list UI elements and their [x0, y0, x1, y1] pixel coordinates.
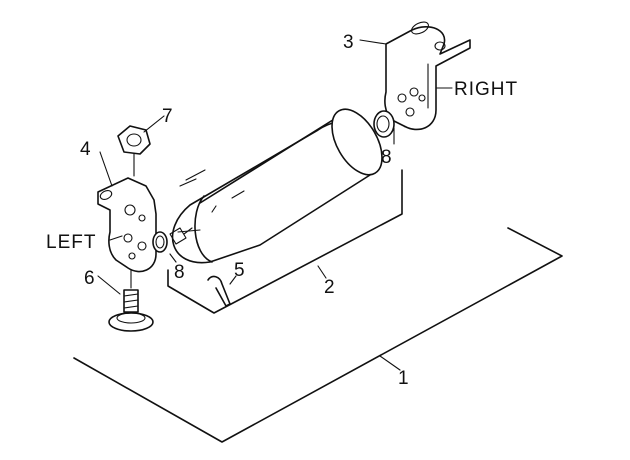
left-bracket	[97, 177, 157, 273]
callout-2: 2	[324, 277, 335, 298]
clip-detail	[169, 227, 193, 245]
callout-labels: 3 RIGHT 8 7 4 LEFT 8 5 6 2 1	[46, 32, 518, 389]
callout-6: 6	[84, 268, 95, 289]
bushing-left	[152, 231, 168, 253]
cylinder-tank	[171, 108, 383, 264]
callout-3: 3	[343, 32, 354, 53]
bolt	[108, 269, 154, 332]
label-left: LEFT	[46, 232, 96, 253]
callout-1: 1	[398, 368, 409, 389]
nut	[117, 125, 151, 177]
callout-7: 7	[162, 106, 173, 127]
callout-5: 5	[234, 260, 245, 281]
leader-lines	[97, 39, 453, 371]
right-bracket	[384, 21, 471, 131]
label-right: RIGHT	[454, 79, 518, 100]
housing-box	[167, 169, 403, 314]
callout-8-left: 8	[174, 262, 185, 283]
cotter-pin	[207, 275, 231, 307]
callout-8-right: 8	[381, 147, 392, 168]
callout-4: 4	[80, 139, 91, 160]
base-plate	[73, 227, 563, 443]
bushing-right	[373, 110, 395, 138]
